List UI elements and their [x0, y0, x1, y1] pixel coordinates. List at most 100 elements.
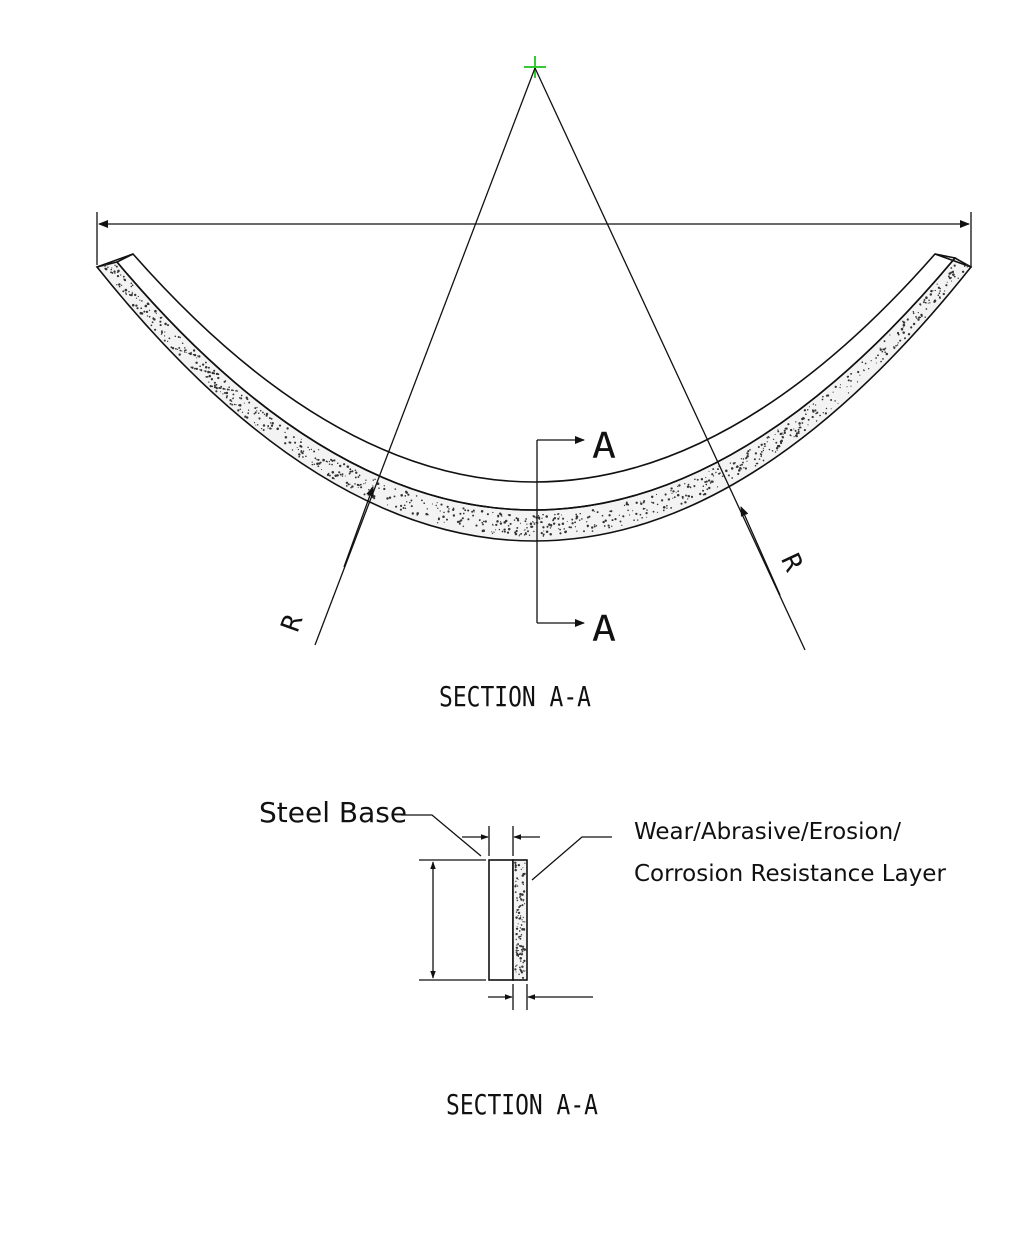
stipple-dot: [500, 513, 503, 516]
stipple-dot: [486, 513, 489, 516]
stipple-dot: [213, 373, 215, 375]
stipple-dot: [491, 531, 493, 533]
stipple-dot: [365, 482, 367, 484]
stipple-dot: [559, 532, 562, 535]
stipple-dot: [258, 417, 261, 420]
stipple-dot: [850, 385, 852, 387]
stipple-dot: [437, 517, 440, 520]
stipple-dot: [231, 403, 233, 405]
stipple-dot: [354, 483, 356, 485]
stipple-dot: [608, 514, 611, 517]
stipple-dot: [292, 436, 295, 439]
stipple-dot: [797, 428, 800, 431]
stipple-dot: [676, 493, 680, 497]
stipple-dot: [525, 533, 527, 536]
stipple-dot: [825, 407, 828, 410]
stipple-dot: [226, 388, 229, 391]
stipple-dot: [515, 916, 518, 919]
stipple-dot: [328, 474, 331, 477]
stipple-dot: [347, 483, 350, 486]
stipple-dot: [525, 518, 527, 520]
stipple-dot: [519, 968, 522, 971]
stipple-dot: [222, 393, 224, 395]
stipple-dot: [415, 495, 418, 497]
stipple-dot: [357, 486, 359, 489]
stipple-dot: [354, 469, 357, 472]
stipple-dot: [610, 510, 613, 513]
stipple-dot: [542, 526, 545, 529]
stipple-dot: [253, 421, 256, 424]
stipple-dot: [602, 520, 605, 524]
stipple-dot: [520, 924, 523, 926]
stipple-dot: [673, 496, 676, 499]
stipple-dot: [875, 362, 877, 364]
cut-marker-label-top: A: [592, 426, 616, 467]
stipple-dot: [553, 517, 557, 520]
stipple-dot: [568, 526, 571, 529]
stipple-dot: [557, 523, 561, 526]
stipple-dot: [421, 499, 423, 502]
stipple-dot: [514, 531, 517, 534]
stipple-dot: [516, 952, 519, 955]
stipple-dot: [531, 525, 534, 528]
stipple-dot: [464, 509, 467, 512]
stipple-dot: [159, 324, 162, 327]
stipple-dot: [235, 404, 237, 406]
stipple-dot: [885, 352, 889, 356]
stipple-dot: [322, 458, 325, 462]
stipple-dot: [739, 466, 742, 470]
stipple-dot: [148, 315, 151, 318]
stipple-dot: [882, 358, 884, 360]
stipple-dot: [561, 514, 562, 516]
stipple-dot: [822, 412, 824, 414]
stipple-dot: [407, 493, 410, 496]
stipple-dot: [591, 530, 594, 532]
stipple-dot: [550, 526, 552, 528]
stipple-dot: [387, 504, 389, 506]
stipple-dot: [805, 413, 807, 416]
stipple-dot: [472, 509, 475, 512]
stipple-dot: [571, 518, 574, 521]
stipple-dot: [160, 331, 164, 334]
stipple-dot: [143, 310, 146, 313]
stipple-dot: [460, 519, 463, 522]
stipple-dot: [475, 524, 478, 527]
stipple-dot: [802, 416, 805, 420]
stipple-dot: [373, 495, 376, 498]
stipple-dot: [591, 509, 595, 512]
stipple-dot: [678, 484, 681, 487]
stipple-dot: [447, 510, 450, 513]
curved-liner-plate: [95, 253, 973, 542]
stipple-dot: [220, 391, 221, 393]
stipple-dot: [664, 493, 667, 496]
stipple-dot: [503, 530, 506, 533]
stipple-dot: [383, 485, 385, 487]
stipple-dot: [204, 366, 208, 369]
stipple-dot: [790, 435, 792, 437]
stipple-dot: [481, 521, 484, 524]
stipple-dot: [625, 502, 629, 506]
stipple-dot: [522, 970, 524, 972]
stipple-dot: [834, 400, 836, 402]
stipple-dot: [240, 397, 243, 400]
stipple-dot: [497, 515, 500, 518]
stipple-dot: [515, 938, 517, 941]
stipple-dot: [333, 459, 336, 462]
stipple-dot: [425, 512, 428, 516]
stipple-dot: [498, 528, 501, 531]
stipple-dot: [443, 521, 445, 523]
stipple-dot: [517, 911, 521, 915]
stipple-dot: [540, 532, 543, 535]
stipple-dot: [431, 503, 434, 505]
stipple-dot: [148, 309, 151, 312]
stipple-dot: [554, 513, 556, 516]
stipple-dot: [902, 321, 906, 324]
wear-layer-section: [512, 859, 528, 981]
stipple-dot: [117, 269, 120, 273]
stipple-dot: [115, 265, 118, 268]
stipple-dot: [516, 944, 518, 946]
stipple-dot: [198, 355, 201, 358]
stipple-dot: [239, 408, 242, 411]
stipple-dot: [515, 946, 519, 949]
